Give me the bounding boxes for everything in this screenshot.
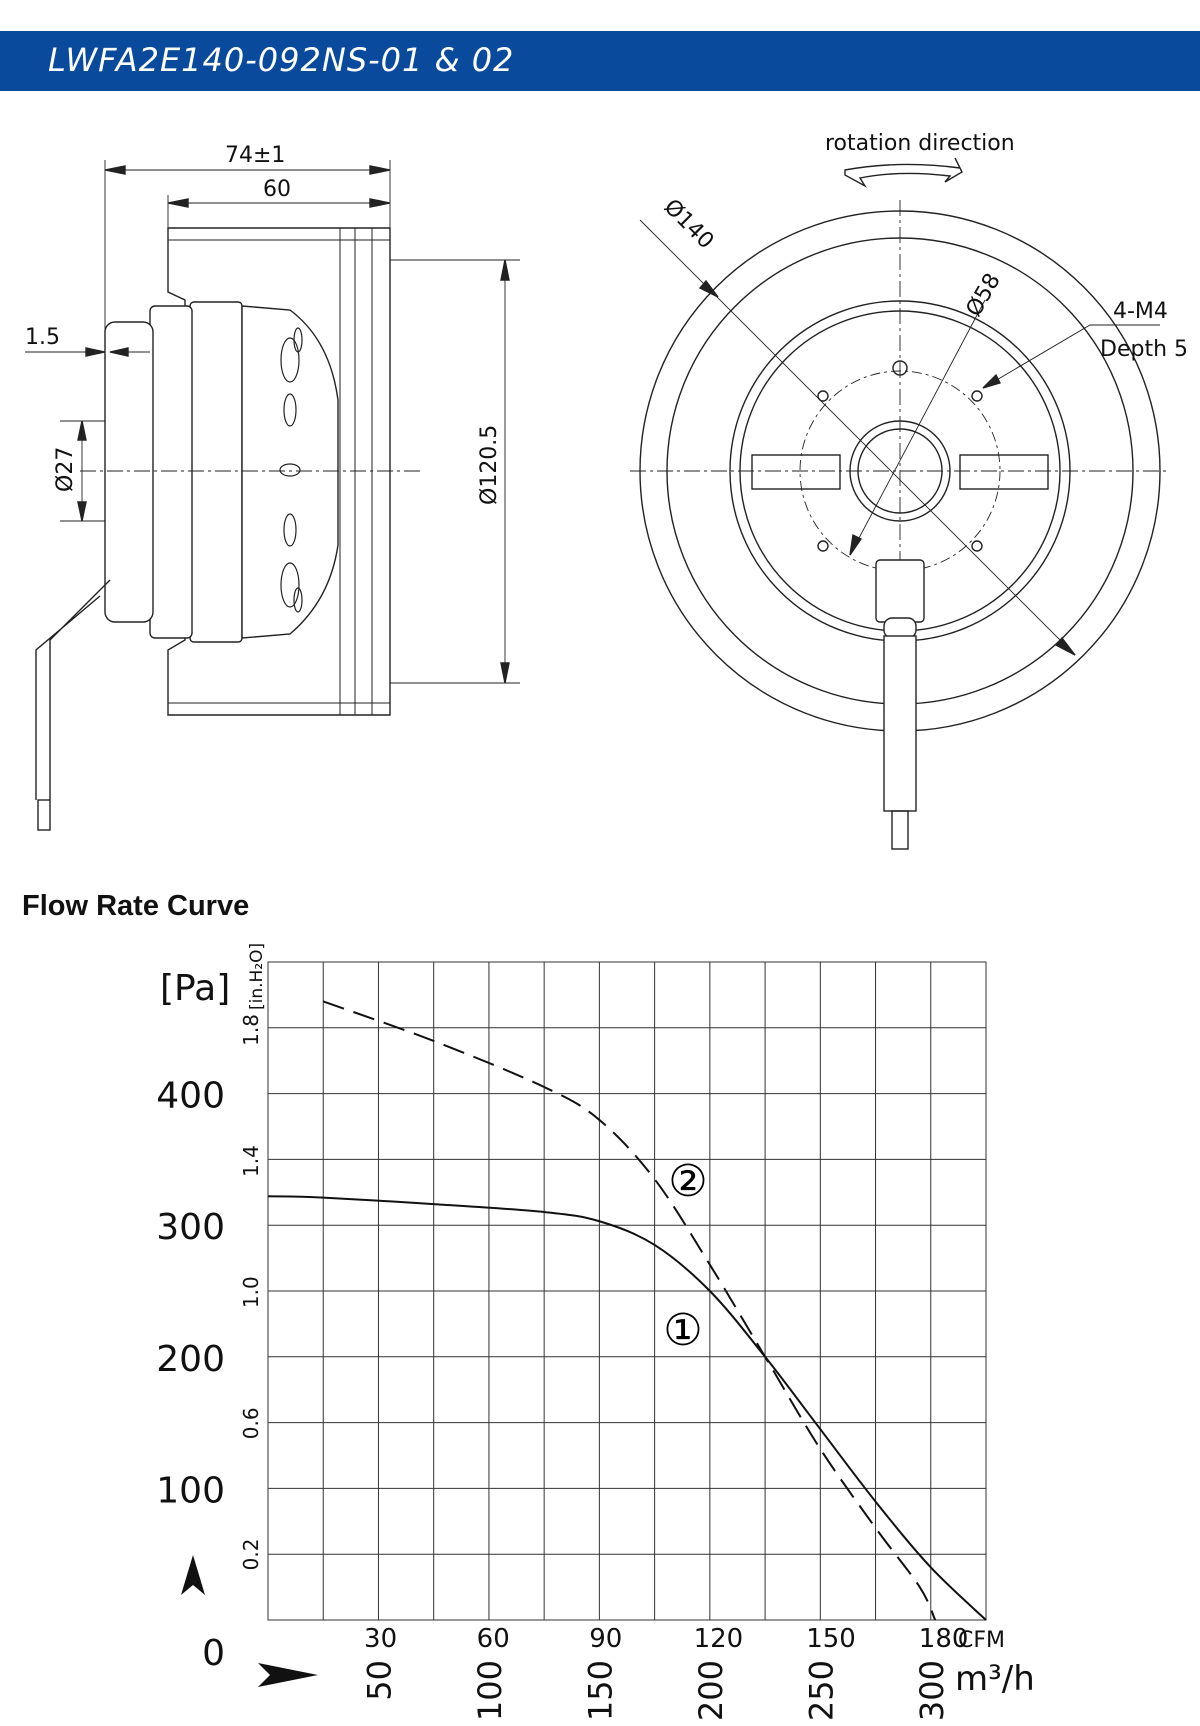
depth-label: Depth 5: [1100, 337, 1188, 362]
y-tick-inh2o: 1.8: [239, 1014, 263, 1046]
chart-series: ①②: [267, 1000, 987, 1621]
section-title: Flow Rate Curve: [22, 890, 250, 922]
x-tick-m3h: 50: [360, 1660, 398, 1701]
x-tick-m3h: 150: [581, 1660, 619, 1721]
y-tick-pa: 100: [156, 1470, 225, 1511]
y-tick-pa: 300: [156, 1207, 225, 1248]
y-tick-pa: 0: [202, 1633, 225, 1674]
rotation-direction-label: rotation direction: [825, 131, 1015, 156]
series-line-1: [267, 1195, 987, 1621]
x-tick-m3h: 300: [913, 1660, 951, 1721]
x-tick-cfm: 30: [364, 1624, 397, 1654]
x-tick-m3h: 100: [471, 1660, 509, 1721]
y-tick-pa: 400: [156, 1076, 225, 1117]
x-tick-cfm: 180: [919, 1624, 969, 1654]
side-view: [25, 160, 520, 831]
chart-grid: [267, 961, 987, 1621]
y-tick-inh2o: 1.4: [239, 1145, 263, 1177]
dim-width-label: 60: [263, 177, 291, 202]
y-axis-arrow-icon: [181, 1555, 205, 1595]
title-bar: LWFA2E140-092NS-01 & 02: [0, 31, 1200, 91]
x-axis-arrow-icon: [258, 1663, 318, 1687]
series-label-2: ②: [668, 1156, 707, 1207]
x-tick-cfm: 150: [806, 1624, 856, 1654]
technical-drawing: 74±1 60 1.5 Ø27 Ø120.5 rotation directio…: [25, 131, 1188, 850]
y-tick-inh2o: 0.6: [239, 1407, 263, 1439]
x-unit-top-label: CFM: [958, 1628, 1005, 1653]
x-tick-cfm: 120: [694, 1624, 744, 1654]
y-tick-inh2o: 1.0: [239, 1276, 263, 1308]
x-tick-cfm: 60: [477, 1624, 510, 1654]
x-unit-bottom-label: m³/h: [955, 1659, 1035, 1699]
front-view: [630, 157, 1170, 850]
y-tick-pa: 200: [156, 1339, 225, 1380]
y-unit-left-label: [Pa]: [160, 968, 230, 1009]
chart-labels: [Pa] [in.H₂O] CFM m³/h 0 100 200 300 400 0.2 0…: [156, 943, 1034, 1721]
dim-hub-label: Ø27: [53, 447, 78, 492]
series-line-2: [322, 1000, 937, 1621]
model-title: LWFA2E140-092NS-01 & 02: [48, 41, 515, 79]
x-tick-m3h: 250: [802, 1660, 840, 1721]
holes-label: 4-M4: [1113, 299, 1168, 324]
dim-offset-label: 1.5: [25, 325, 60, 350]
dim-overall-label: 74±1: [225, 143, 285, 168]
series-label-text: ②: [668, 1156, 707, 1207]
y-tick-inh2o: 0.2: [239, 1539, 263, 1571]
x-tick-cfm: 90: [589, 1624, 622, 1654]
x-tick-m3h: 200: [692, 1660, 730, 1721]
series-label-1: ①: [663, 1305, 702, 1356]
y-unit-right-label: [in.H₂O]: [247, 943, 267, 1010]
series-label-text: ①: [663, 1305, 702, 1356]
dim-impeller-label: Ø120.5: [477, 425, 502, 505]
